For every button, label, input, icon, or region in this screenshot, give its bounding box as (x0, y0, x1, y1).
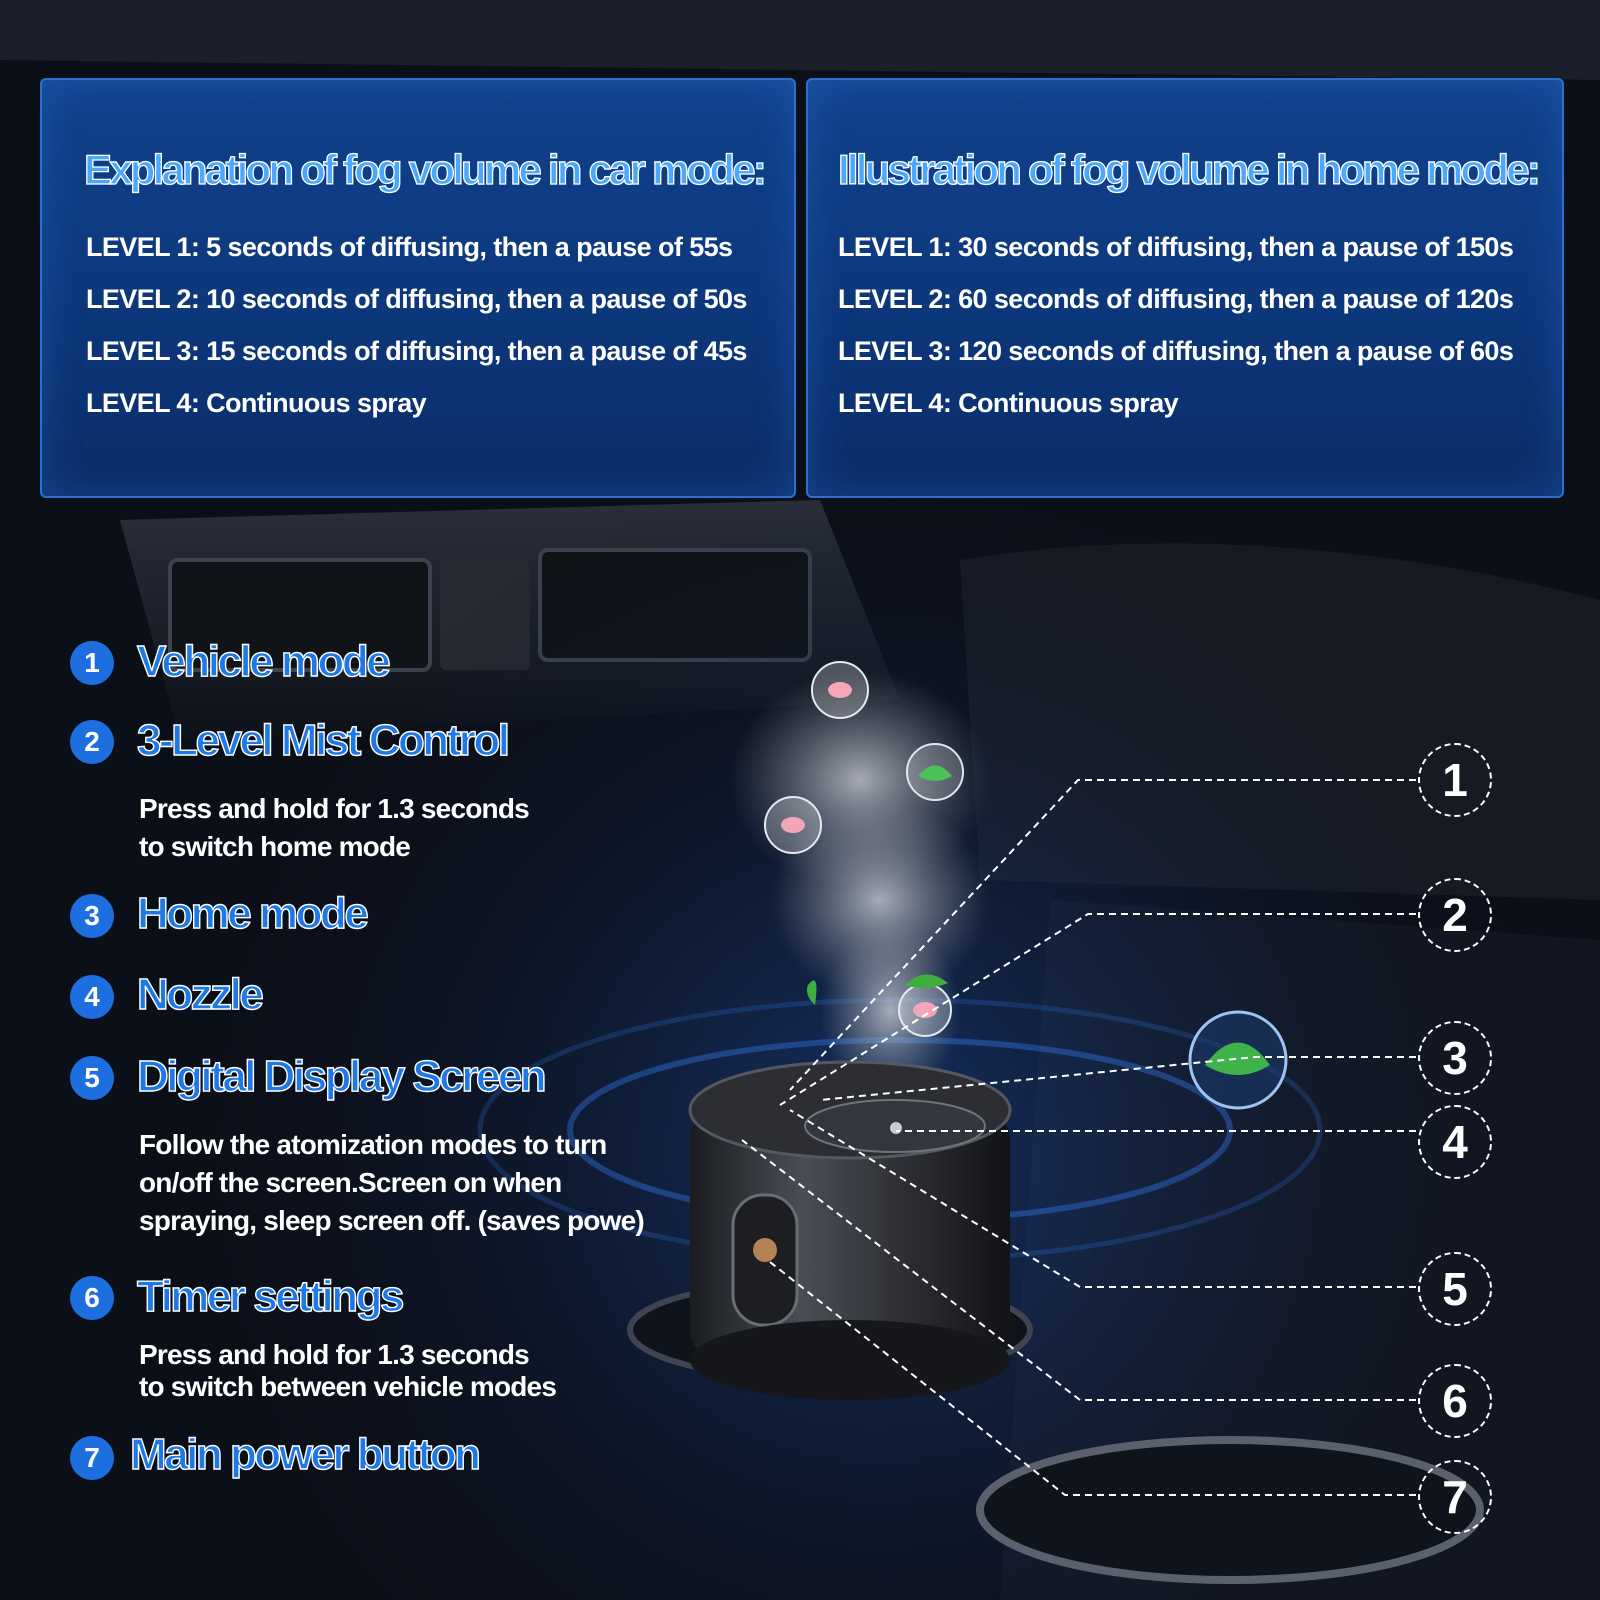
car-mode-level-2: LEVEL 2: 10 seconds of diffusing, then a… (86, 284, 747, 314)
petal-bubble-icon (764, 796, 822, 854)
callout-line-6 (741, 1139, 1416, 1401)
home-mode-level-4: LEVEL 4: Continuous spray (838, 388, 1179, 418)
feature-badge-5: 5 (70, 1056, 114, 1100)
feature-title-digital-display: Digital Display Screen (136, 1051, 547, 1101)
feature-title-vehicle-mode: Vehicle mode (136, 636, 391, 686)
feature-desc-display-line-2: on/off the screen.Screen on when (139, 1167, 562, 1198)
car-mode-level-3: LEVEL 3: 15 seconds of diffusing, then a… (86, 336, 747, 366)
home-mode-level-3: LEVEL 3: 120 seconds of diffusing, then … (838, 336, 1514, 366)
feature-desc-timer-line-1: Press and hold for 1.3 seconds (139, 1339, 530, 1370)
home-mode-title: Illustration of fog volume in home mode: (837, 145, 1541, 193)
callout-line-1 (789, 779, 1416, 1091)
car-mode-level-1: LEVEL 1: 5 seconds of diffusing, then a … (86, 232, 733, 262)
car-mode-level-4: LEVEL 4: Continuous spray (86, 388, 427, 418)
car-mode-panel: Explanation of fog volume in car mode: L… (40, 78, 796, 498)
mint-leaf-bubble-icon (906, 743, 964, 801)
feature-desc-mist-control-line-2: to switch home mode (139, 831, 411, 862)
leaf-icon (905, 974, 948, 989)
petal-bubble-icon (811, 661, 869, 719)
mint-leaf-bubble-icon (1188, 1010, 1288, 1110)
callout-3: 3 (1418, 1021, 1492, 1095)
callout-line-3 (819, 1056, 1416, 1101)
feature-badge-4: 4 (70, 975, 114, 1019)
feature-title-timer-settings: Timer settings (136, 1271, 405, 1321)
feature-badge-1: 1 (70, 641, 114, 685)
feature-desc-display-line-1: Follow the atomization modes to turn (139, 1129, 607, 1160)
feature-badge-3: 3 (70, 894, 114, 938)
callout-line-7 (769, 1261, 1416, 1496)
callout-7: 7 (1418, 1460, 1492, 1534)
feature-title-nozzle: Nozzle (136, 969, 264, 1019)
feature-title-home-mode: Home mode (136, 888, 369, 938)
home-mode-panel: Illustration of fog volume in home mode:… (806, 78, 1564, 498)
home-mode-level-1: LEVEL 1: 30 seconds of diffusing, then a… (838, 232, 1514, 262)
feature-desc-display-line-3: spraying, sleep screen off. (saves powe) (139, 1205, 645, 1236)
feature-desc-mist-control-line-1: Press and hold for 1.3 seconds (139, 793, 530, 824)
callout-1: 1 (1418, 743, 1492, 817)
feature-badge-7: 7 (70, 1436, 114, 1480)
feature-title-mist-control: 3-Level Mist Control (136, 715, 510, 765)
callout-4: 4 (1418, 1105, 1492, 1179)
car-mode-title: Explanation of fog volume in car mode: (83, 145, 767, 193)
feature-desc-timer-line-2: to switch between vehicle modes (139, 1371, 557, 1402)
feature-badge-6: 6 (70, 1276, 114, 1320)
callout-2: 2 (1418, 878, 1492, 952)
callout-line-2 (779, 913, 1416, 1106)
feature-title-main-power-button: Main power button (129, 1429, 481, 1479)
feature-badge-2: 2 (70, 720, 114, 764)
home-mode-level-2: LEVEL 2: 60 seconds of diffusing, then a… (838, 284, 1514, 314)
leaf-icon (806, 980, 817, 1005)
callout-line-5 (789, 1109, 1416, 1288)
callout-5: 5 (1418, 1252, 1492, 1326)
callout-6: 6 (1418, 1364, 1492, 1438)
